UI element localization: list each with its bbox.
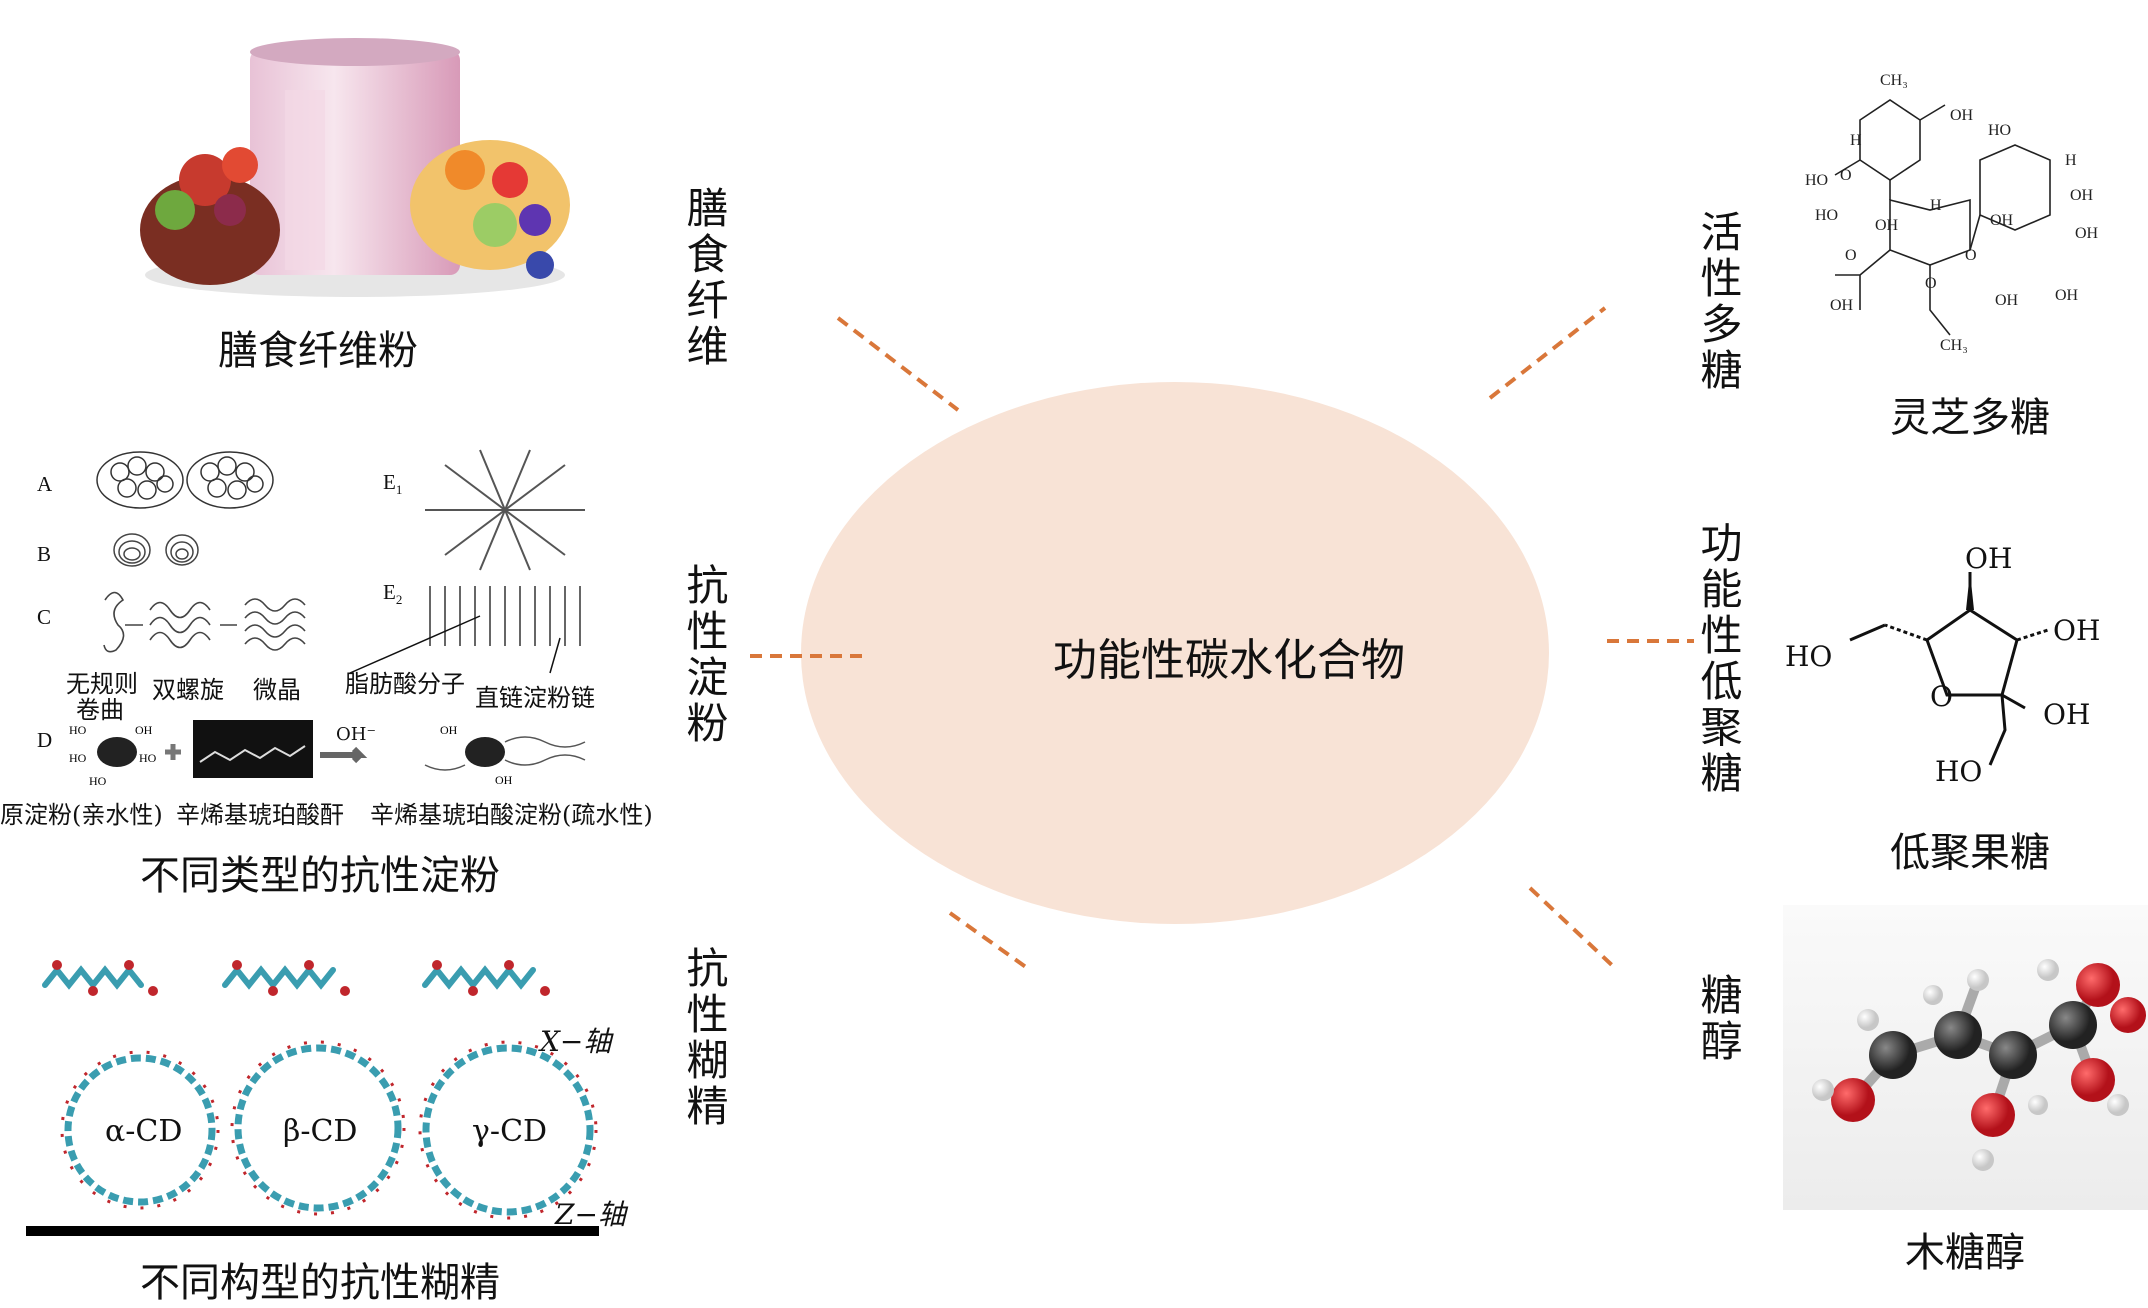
svg-text:H: H [1850, 132, 1862, 149]
svg-text:OH: OH [1830, 297, 1854, 314]
panel-d-label: D [37, 728, 53, 752]
svg-text:O: O [1965, 247, 1977, 264]
svg-text:OH: OH [495, 773, 513, 787]
dextrin-rings [60, 1040, 598, 1220]
fructose-structure [1849, 572, 2049, 766]
caption-active-polysaccharide: 灵芝多糖 [1890, 395, 2050, 441]
svg-text:HO: HO [1988, 122, 2011, 139]
caption-resistant-starch: 不同类型的抗性淀粉 [140, 853, 500, 899]
d-label-osa-starch: 辛烯基琥珀酸淀粉(疏水性) [370, 801, 653, 829]
c-label-crystal: 微晶 [253, 676, 301, 704]
fructose-ho-bottom: HO [1935, 755, 1983, 788]
starch-granules-b [113, 533, 199, 567]
svg-text:CH₃: CH₃ [1940, 337, 1968, 354]
label-active-polysaccharide: 活性多糖 [1694, 210, 1743, 394]
svg-text:OH: OH [1875, 217, 1899, 234]
label-resistant-dextrin: 抗性糊精 [680, 946, 729, 1130]
connector-active-polysaccharide [1488, 306, 1607, 400]
e-label-fatty-acid: 脂肪酸分子 [345, 670, 465, 698]
caption-functional-oligosaccharide: 低聚果糖 [1890, 830, 2050, 876]
caption-resistant-dextrin: 不同构型的抗性糊精 [140, 1260, 500, 1306]
fructose-oh-top: OH [1965, 542, 2013, 575]
starch-granules-a [96, 451, 274, 509]
gamma-cd-label: γ-CD [472, 1114, 548, 1149]
svg-text:O: O [1840, 167, 1852, 184]
svg-text:OH: OH [440, 723, 458, 737]
label-resistant-starch: 抗性淀粉 [680, 563, 729, 747]
c-label-random: 无规则 [66, 670, 138, 698]
svg-text:OH: OH [1950, 107, 1974, 124]
panel-c-label: C [37, 605, 52, 629]
caption-sugar-alcohol: 木糖醇 [1905, 1230, 2025, 1276]
d-label-osa: 辛烯基琥珀酸酐 [176, 801, 344, 829]
label-functional-oligosaccharide: 功能性低聚糖 [1694, 521, 1743, 797]
svg-text:OH: OH [2055, 287, 2079, 304]
svg-text:OH: OH [1990, 212, 2014, 229]
c-label-helix: 双螺旋 [152, 676, 224, 704]
fructose-oh-right: OH [2053, 614, 2101, 647]
svg-text:HO: HO [1815, 207, 1838, 224]
fructose-oh-ring: OH [2043, 698, 2091, 731]
connector-sugar-alcohol [1528, 886, 1617, 970]
svg-text:HO: HO [69, 751, 87, 765]
xylitol-model [1783, 905, 2148, 1210]
fructose-ho-left: HO [1785, 640, 1833, 673]
svg-text:OH: OH [135, 723, 153, 737]
svg-text:HO: HO [89, 774, 107, 788]
connector-dietary-fiber [836, 316, 960, 412]
starch-structure-e1 [425, 449, 585, 571]
panel-a-label: A [37, 472, 53, 496]
alpha-cd-label: α-CD [105, 1114, 183, 1149]
e-label-amylose: 直链淀粉链 [475, 684, 595, 712]
panel-e1-label: E1 [383, 470, 403, 498]
svg-text:O: O [1845, 247, 1857, 264]
connector-resistant-dextrin [948, 911, 1032, 972]
svg-text:HO: HO [69, 723, 87, 737]
center-title: 功能性碳水化合物 [1053, 635, 1405, 686]
panel-b-label: B [37, 542, 52, 566]
svg-text:HO: HO [139, 751, 157, 765]
label-dietary-fiber: 膳食纤维 [680, 186, 729, 370]
center-ellipse [801, 382, 1549, 924]
reaction-scheme-d: HO HO OH HO HO OH OH [69, 720, 586, 788]
svg-text:OH: OH [1995, 292, 2019, 309]
svg-text:OH: OH [2070, 187, 2094, 204]
svg-text:CH₃: CH₃ [1880, 72, 1908, 89]
dextrin-axis-bar [26, 1226, 599, 1236]
c-label-coil: 卷曲 [76, 696, 124, 724]
svg-text:OH: OH [2075, 225, 2099, 242]
fructose-ring-o: O [1930, 680, 1953, 713]
d-label-native-starch: 原淀粉(亲水性) [0, 801, 163, 829]
beta-cd-label: β-CD [283, 1114, 358, 1149]
svg-text:H: H [1930, 197, 1942, 214]
starch-structures-c [103, 591, 306, 653]
panel-e2-label: E2 [383, 580, 403, 608]
svg-text:HO: HO [1805, 172, 1828, 189]
z-axis-label: Z−轴 [555, 1198, 626, 1231]
svg-text:O: O [1925, 275, 1937, 292]
fiber-powder-image [140, 38, 570, 297]
d-reagent: OH⁻ [336, 724, 376, 745]
caption-dietary-fiber: 膳食纤维粉 [218, 328, 418, 374]
svg-text:H: H [2065, 152, 2077, 169]
label-sugar-alcohol: 糖醇 [1694, 973, 1743, 1065]
starch-structure-e2 [349, 586, 581, 674]
dextrin-side-views [42, 960, 550, 996]
